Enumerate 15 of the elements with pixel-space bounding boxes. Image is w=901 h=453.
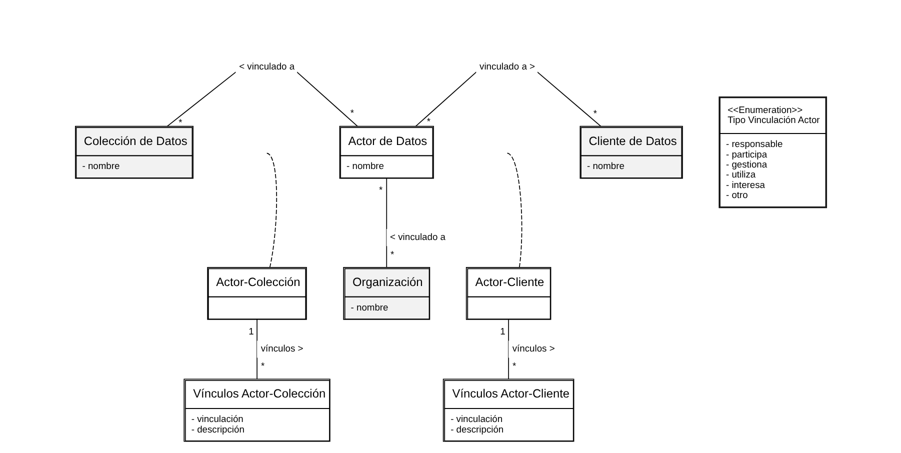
label: * — [390, 249, 394, 260]
label: * — [378, 185, 382, 196]
edge-label: vinculado a > — [479, 61, 534, 72]
label: 1 — [248, 326, 254, 336]
label: 1 — [500, 326, 505, 336]
edge-label: vínculos > — [260, 344, 303, 354]
label: * — [178, 118, 182, 128]
label: * — [260, 360, 264, 371]
label: * — [350, 108, 354, 118]
edge-label: < vinculado a — [390, 232, 445, 242]
label: * — [426, 116, 430, 127]
label: * — [592, 108, 597, 118]
edge-label: vínculos > — [512, 344, 554, 354]
edge-label: < vinculado a — [238, 61, 294, 72]
label: * — [512, 360, 516, 371]
